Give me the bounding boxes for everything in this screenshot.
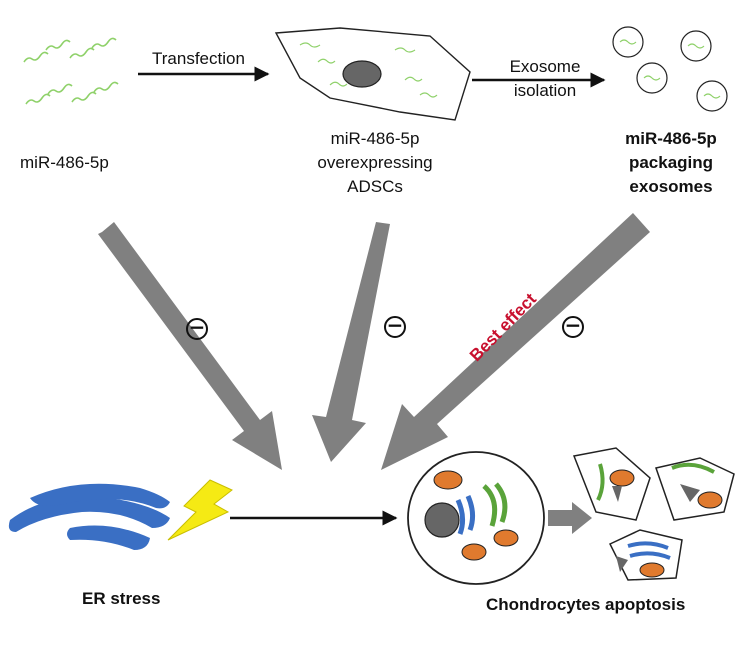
- adsc-label-line2: overexpressing: [317, 153, 433, 172]
- lightning-icon: [167, 479, 233, 541]
- inhibition-arrows: [98, 213, 650, 470]
- arrow-from-adsc: [312, 222, 390, 462]
- transfection-label: Transfection: [152, 49, 245, 68]
- exo-label-line3: exosomes: [629, 177, 713, 196]
- chondrocyte-nucleus: [424, 502, 460, 538]
- inhibit-symbol-exosomes: −: [562, 315, 584, 338]
- apoptosis-arrow: [548, 502, 592, 534]
- mirna-label: miR-486-5p: [20, 153, 109, 172]
- inhibit-symbol-adsc: −: [384, 315, 406, 338]
- exo-label-line1: miR-486-5p: [625, 129, 717, 148]
- exosome-isolation-line1: Exosome: [509, 57, 581, 76]
- adsc-cell: [274, 27, 471, 121]
- arrow-from-exosomes: [381, 213, 650, 470]
- inhibit-symbol-mirna: −: [186, 317, 208, 340]
- golgi: [482, 482, 508, 527]
- adsc-label-line3: ADSCs: [347, 177, 403, 196]
- arrow-from-mirna: [98, 222, 282, 470]
- er-in-cell: [455, 494, 476, 535]
- apoptosis-label: Chondrocytes apoptosis: [486, 595, 686, 614]
- apoptotic-cells: [572, 447, 735, 581]
- exo-label-line2: packaging: [628, 153, 714, 172]
- mitochondrion: [433, 470, 463, 490]
- adsc-nucleus: [342, 60, 382, 88]
- adsc-label-line1: miR-486-5p: [330, 129, 420, 148]
- exosome-isolation-line2: isolation: [513, 81, 577, 100]
- mirna-strands: [23, 37, 119, 105]
- er-stress-label: ER stress: [82, 589, 161, 608]
- chondrocyte-cell: [407, 451, 545, 585]
- mitochondrion: [461, 543, 487, 561]
- mitochondrion: [493, 529, 519, 547]
- exosomes: [612, 26, 728, 112]
- er-organelle: [8, 483, 170, 550]
